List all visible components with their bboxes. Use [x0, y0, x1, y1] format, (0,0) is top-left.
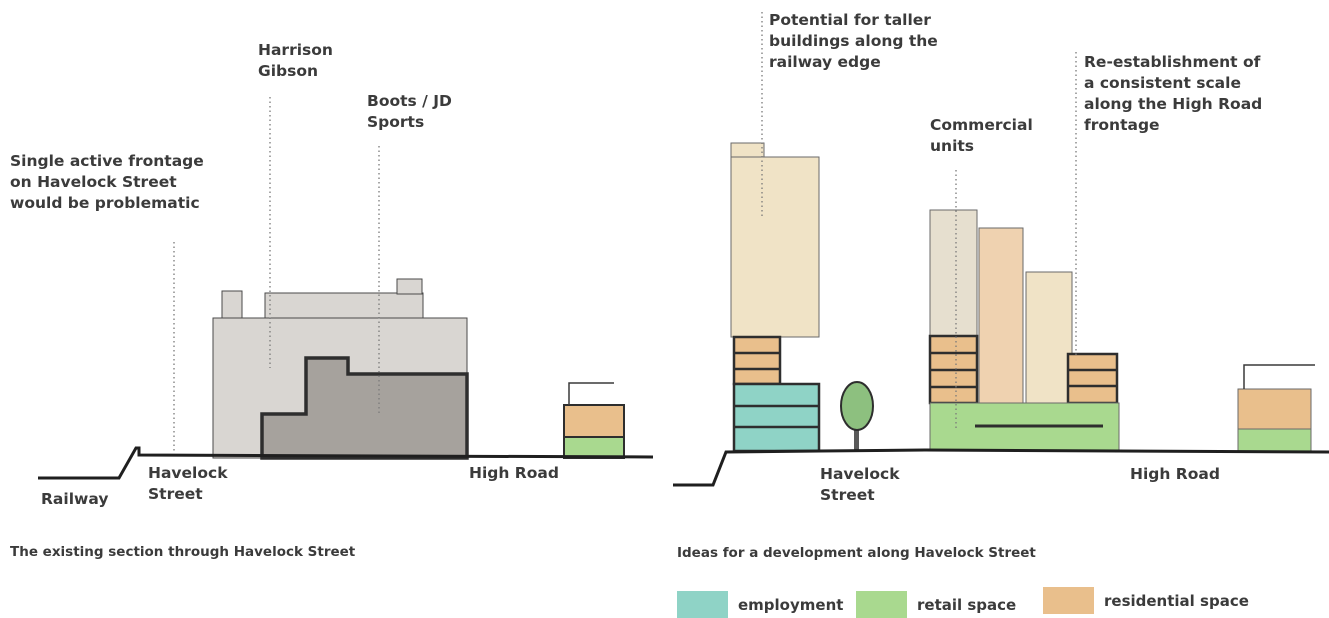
roof-block-right	[396, 278, 423, 295]
legend-label-employment: employment	[738, 595, 844, 614]
caption-existing-section: The existing section through Havelock St…	[10, 544, 356, 560]
tower-residential	[732, 335, 782, 386]
far-building-residential	[1237, 388, 1312, 430]
tall-tower	[730, 156, 820, 338]
high-road-building-roof	[568, 382, 614, 405]
legend-swatch-employment	[677, 591, 728, 618]
label-high-road-left: High Road	[469, 464, 559, 482]
tree-trunk	[854, 424, 859, 450]
label-havelock-street-left: Havelock Street	[148, 464, 228, 503]
tower-c	[1025, 271, 1073, 404]
label-railway: Railway	[41, 490, 109, 508]
legend-label-residential: residential space	[1104, 591, 1249, 610]
label-commercial-units: Commercial units	[930, 116, 1033, 155]
high-road-residential-stack	[1066, 352, 1119, 405]
legend-swatch-residential	[1043, 587, 1094, 614]
high-road-building-retail	[563, 436, 625, 459]
roof-block-left	[221, 290, 243, 319]
label-boots-jd-sports: Boots / JD Sports	[367, 92, 452, 131]
proposed-section	[673, 12, 1329, 487]
tower-b	[978, 227, 1024, 404]
caption-development-ideas: Ideas for a development along Havelock S…	[677, 545, 1036, 561]
label-high-road-right: High Road	[1130, 465, 1220, 483]
label-harrison-gibson: Harrison Gibson	[258, 41, 333, 80]
tree-canopy	[840, 381, 874, 431]
label-havelock-street-right: Havelock Street	[820, 465, 900, 504]
legend-retail: retail space	[856, 591, 1016, 618]
label-re-establishment: Re-establishment of a consistent scale a…	[1084, 53, 1263, 134]
roof-block-middle	[264, 292, 424, 319]
far-building-retail	[1237, 428, 1312, 452]
ground-line-left	[38, 446, 654, 480]
legend-employment: employment	[677, 591, 843, 618]
tower-a	[929, 209, 978, 337]
existing-section	[38, 97, 654, 480]
label-single-active-frontage: Single active frontage on Havelock Stree…	[10, 152, 204, 212]
boots-jd-sports-building	[260, 356, 469, 460]
label-taller-buildings: Potential for taller buildings along the…	[769, 11, 938, 71]
high-road-building-residential	[563, 404, 625, 438]
legend-residential: residential space	[1043, 587, 1249, 614]
ground-line-right	[673, 448, 1329, 487]
far-building-roof	[1243, 364, 1315, 389]
employment-block	[732, 382, 821, 453]
legend-label-retail: retail space	[917, 595, 1017, 614]
legend-swatch-retail	[856, 591, 907, 618]
tall-tower-top	[730, 142, 765, 158]
